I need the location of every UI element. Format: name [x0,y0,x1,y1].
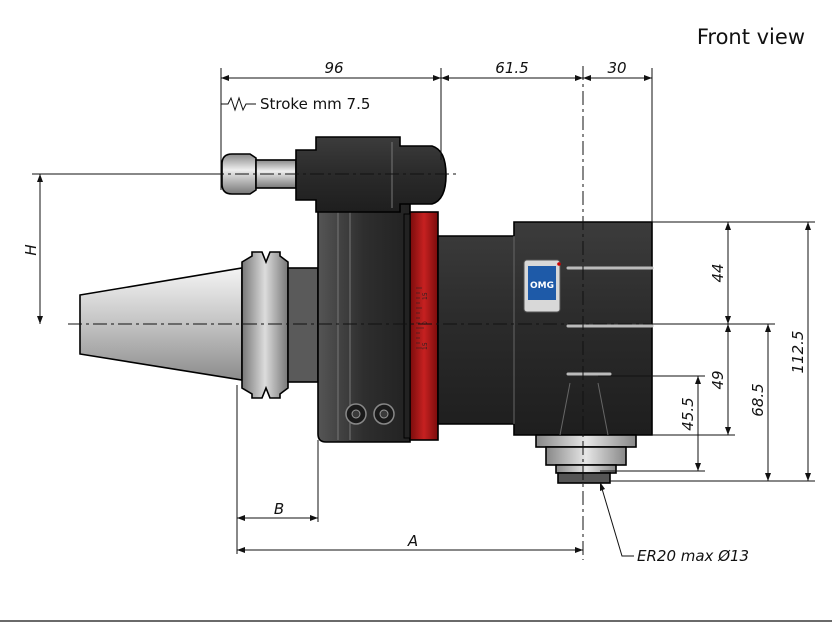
collet-nut [535,382,637,484]
top-dimensions: 96 61.5 30 [220,59,653,222]
dim-h-group: H [22,173,222,324]
angle-head: OMG [437,221,654,436]
dim-45-5: 45.5 [679,397,697,430]
view-title: Front view [697,25,805,49]
dim-61-5: 61.5 [495,59,528,77]
collet-note: ER20 max Ø13 [637,547,749,565]
main-body [317,199,411,443]
taper-shank [79,251,319,399]
dim-96: 96 [324,59,343,77]
dim-h: H [22,244,40,255]
stroke-label: Stroke mm 7.5 [260,95,370,113]
stroke-annotation: Stroke mm 7.5 [221,95,370,113]
scale-ticks [416,287,424,349]
dim-49: 49 [709,370,727,389]
dim-30: 30 [607,59,626,77]
dim-68-5: 68.5 [749,383,767,416]
screw-icon [345,403,395,425]
dim-a-b-group: B A [236,385,583,554]
dim-112-5: 112.5 [789,331,807,374]
scale-label-bottom: 15 [422,342,429,350]
logo-text: OMG [530,281,554,291]
omg-logo-badge: OMG [523,259,561,313]
scale-label-top: 15 [422,292,429,300]
scale-label-mid: 0 [422,321,429,325]
right-dimensions: 44 49 45.5 68.5 112.5 [598,221,815,482]
red-scale-ring: 15 0 15 [403,211,439,441]
collet-leader: ER20 max Ø13 [599,481,749,565]
dim-b: B [274,500,284,518]
dim-44: 44 [709,263,727,282]
dim-a: A [407,532,418,550]
